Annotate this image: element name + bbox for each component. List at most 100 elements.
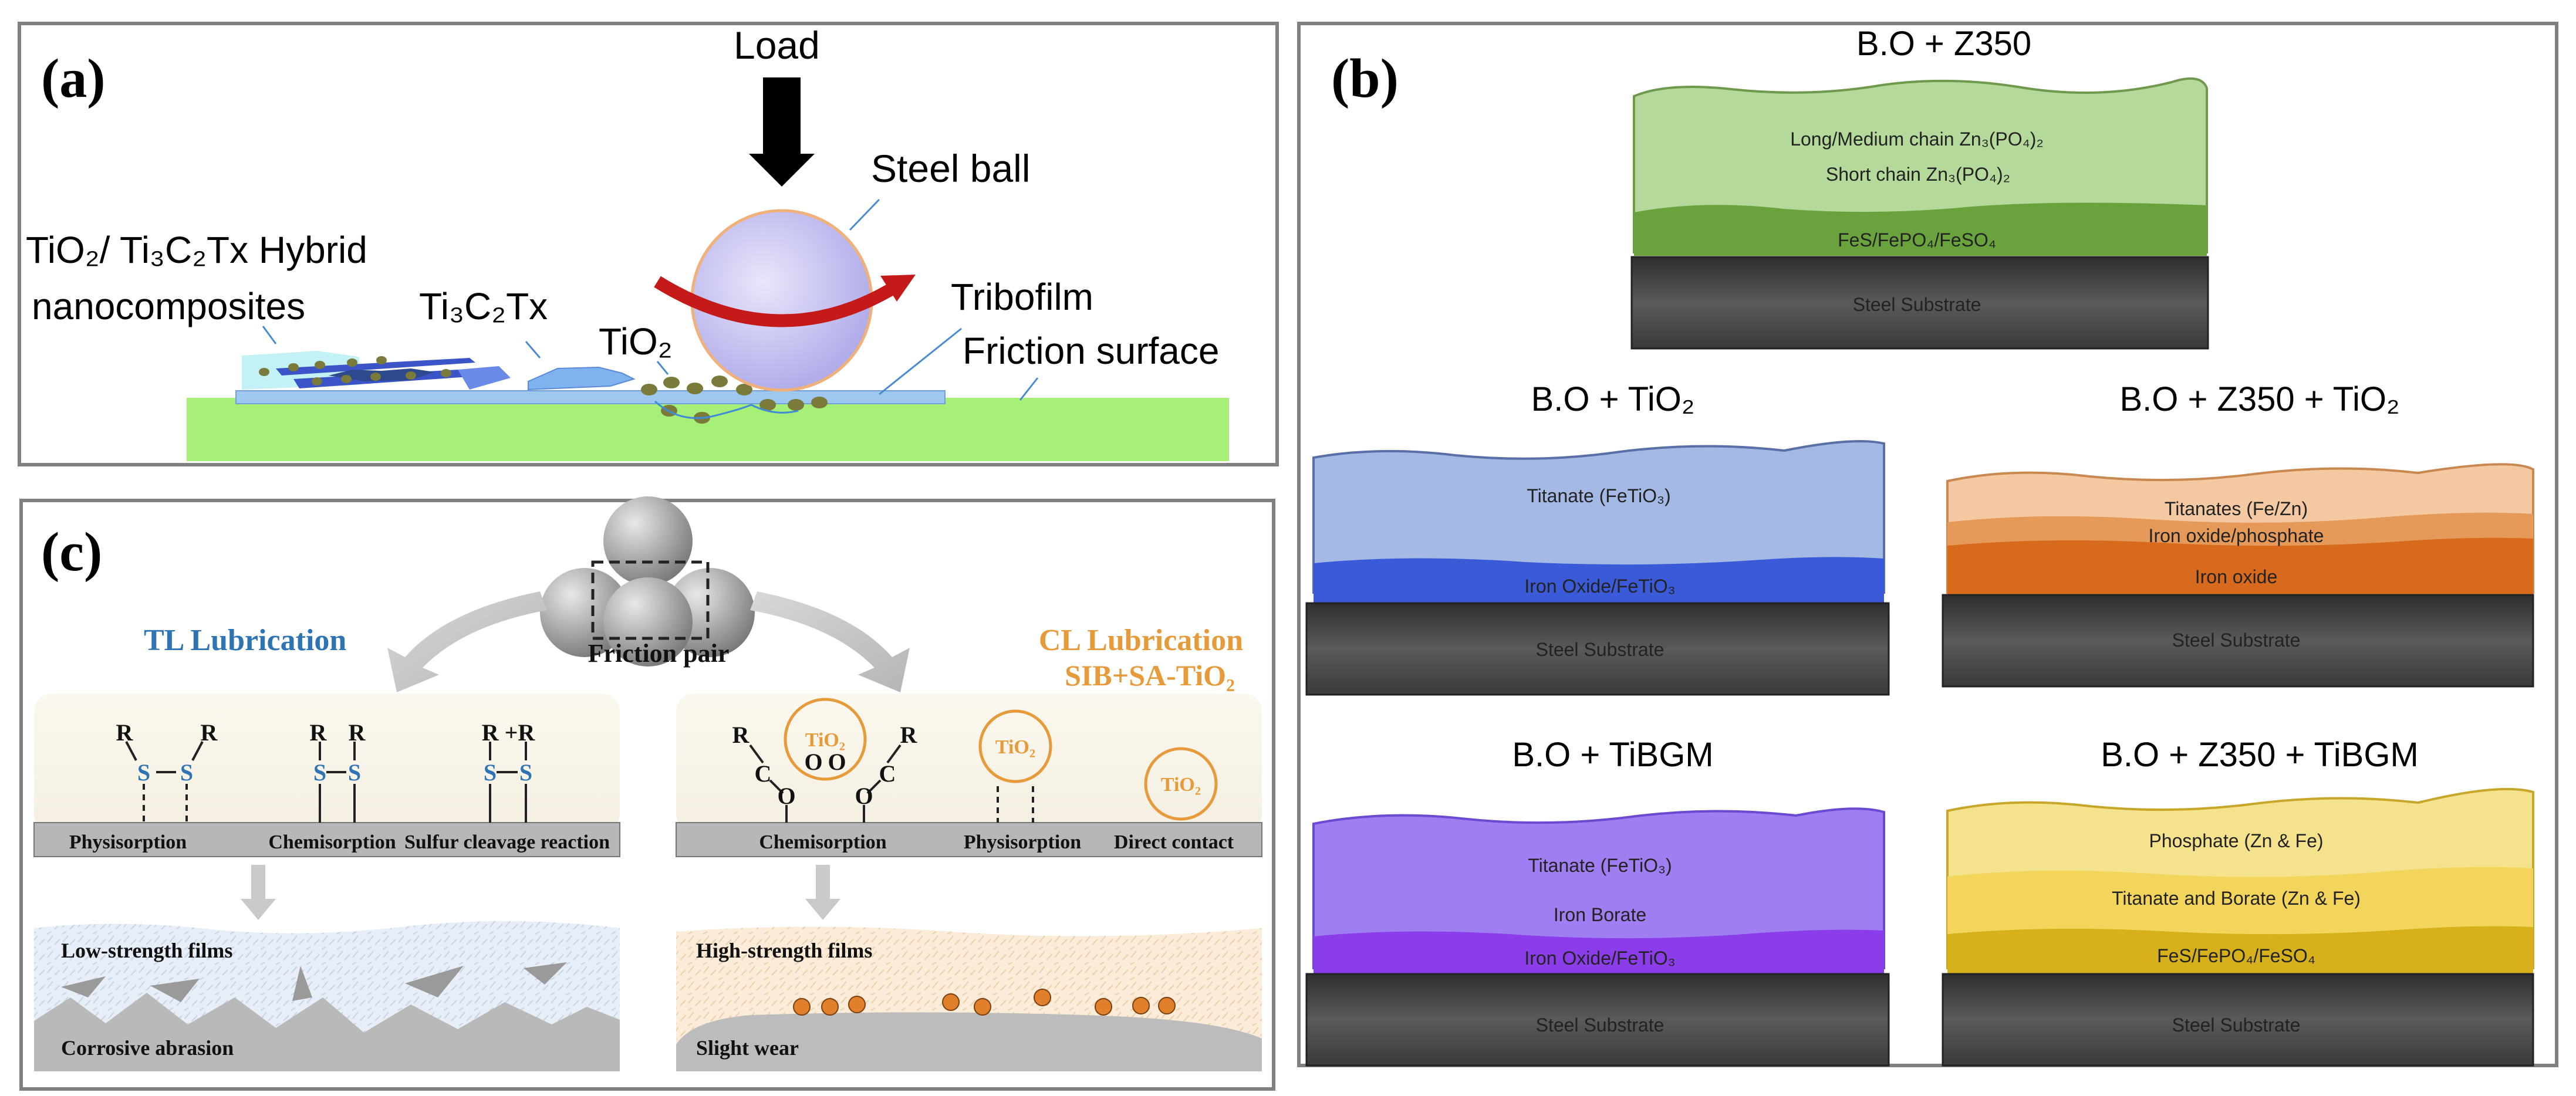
cl-c-1: C <box>755 760 772 787</box>
hybrid-nanocomposite <box>242 351 511 390</box>
z350-title: B.O + Z350 <box>1856 25 2031 63</box>
tl-r-4: R <box>349 719 366 746</box>
tl-rr: R +R <box>482 719 536 746</box>
tibgm-layer-mid: Iron Borate <box>1554 904 1646 925</box>
cl-title: CL Lubrication <box>1039 624 1243 657</box>
friction-pair-label: Friction pair <box>588 639 730 668</box>
cl-r-1: R <box>732 722 750 748</box>
tibgm-layer-top: Titanate (FeTiO₃) <box>1528 855 1672 876</box>
tio2-title: B.O + TiO₂ <box>1531 380 1695 418</box>
tl-s-4: S <box>348 759 361 786</box>
cl-label-physisorption: Physisorption <box>964 831 1081 853</box>
tibgm-bottom-layer <box>1314 929 1884 975</box>
z350-tibgm-layer-top: Phosphate (Zn & Fe) <box>2149 830 2323 851</box>
tl-s-6: S <box>519 759 532 786</box>
slight-wear-label: Slight wear <box>696 1036 799 1060</box>
z350-tio2-layer-top: Titanates (Fe/Zn) <box>2165 498 2308 519</box>
friction-pair <box>540 496 755 667</box>
tl-title: TL Lubrication <box>144 624 346 657</box>
tio2-layer-bottom: Iron Oxide/FeTiO₃ <box>1524 576 1675 597</box>
tibgm-title: B.O + TiBGM <box>1512 736 1713 774</box>
z350-tio2-substrate-label: Steel Substrate <box>2172 630 2301 651</box>
z350-tio2-layer-bottom: Iron oxide <box>2195 566 2278 587</box>
tl-s-5: S <box>484 759 497 786</box>
tibgm-substrate <box>1305 973 1890 1067</box>
panel-a-label: (a) <box>41 48 106 109</box>
cl-label-chemisorption: Chemisorption <box>759 831 886 853</box>
panel-c: (c) Friction pair TL Lubrication CL Lubr… <box>19 496 1275 1091</box>
block-tio2: B.O + TiO₂ Titanate (FeTiO₃) Iron Oxide/… <box>1305 380 1890 696</box>
arrow-to-tl <box>387 591 547 692</box>
cl-down-arrow <box>805 865 840 920</box>
tibgm-layer-bottom: Iron Oxide/FeTiO₃ <box>1524 948 1675 969</box>
tl-wear-illustration <box>34 921 620 1071</box>
tl-r-2: R <box>201 719 218 746</box>
tio2-film <box>1312 440 1885 594</box>
cl-wear-illustration <box>676 926 1262 1071</box>
block-z350: B.O + Z350 Long/Medium chain Zn₃(PO₄)₂ S… <box>1630 25 2209 350</box>
z350-tibgm-title: B.O + Z350 + TiBGM <box>2101 736 2419 774</box>
load-arrow <box>749 77 815 187</box>
block-tibgm: B.O + TiBGM Titanate (FeTiO₃) Iron Borat… <box>1305 736 1890 1067</box>
z350-tibgm-layer-mid: Titanate and Borate (Zn & Fe) <box>2112 888 2361 909</box>
z350-tibgm-layer-bottom: FeS/FePO₄/FeSO₄ <box>2157 945 2315 966</box>
z350-tibgm-bottom-layer <box>1947 926 2533 975</box>
rotation-arrow <box>654 276 902 327</box>
tl-r-1: R <box>116 719 134 746</box>
z350-layer-top: Long/Medium chain Zn₃(PO₄)₂ <box>1790 128 2044 150</box>
panel-c-label: (c) <box>41 522 102 583</box>
z350-tio2-title: B.O + Z350 + TiO₂ <box>2119 380 2399 418</box>
tribofilm-strip <box>235 390 946 404</box>
cl-tio2-3: TiO₂ <box>1161 774 1201 796</box>
cl-tio2-1: TiO₂ <box>805 729 845 751</box>
z350-bottom-layer <box>1634 202 2207 256</box>
ti3c2tx-flake <box>528 366 636 391</box>
tl-s-2: S <box>180 759 193 786</box>
friction-surface-label: Friction surface <box>963 330 1219 372</box>
tl-label-sulfur-cleavage: Sulfur cleavage reaction <box>404 831 610 853</box>
corrosive-abrasion-label: Corrosive abrasion <box>61 1036 234 1060</box>
cl-o-1: O <box>777 783 795 809</box>
tl-down-arrow <box>241 865 276 920</box>
tibgm-film <box>1312 807 1885 969</box>
z350-substrate <box>1630 256 2209 350</box>
z350-substrate-label: Steel Substrate <box>1853 294 1981 315</box>
panel-b-label: (b) <box>1331 48 1399 109</box>
block-z350-tio2: B.O + Z350 + TiO₂ Titanates (Fe/Zn) Iron… <box>1942 380 2534 688</box>
z350-layer-bottom: FeS/FePO₄/FeSO₄ <box>1838 229 1996 251</box>
cl-label-direct-contact: Direct contact <box>1114 831 1234 853</box>
leader-lines <box>262 198 1039 401</box>
hybrid-label-line1: TiO₂/ Ti₃C₂Tx Hybrid <box>26 229 367 271</box>
tio2-substrate-label: Steel Substrate <box>1536 639 1665 660</box>
tl-label-physisorption: Physisorption <box>69 831 187 853</box>
tio2-bottom-layer <box>1314 557 1884 604</box>
wear-groove <box>654 400 752 420</box>
tio2-substrate <box>1305 602 1890 696</box>
tio2-label: TiO₂ <box>599 320 673 363</box>
cl-o-3: O <box>828 749 846 775</box>
cl-o-4: O <box>855 783 873 809</box>
load-label: Load <box>734 23 820 67</box>
panel-b: (b) B.O + Z350 Long/Medium chain Zn₃(PO₄… <box>1297 22 2558 1067</box>
cl-molecular-box: R R C C O O O O TiO₂ TiO₂ TiO₂ Chemisorp… <box>676 694 1262 857</box>
z350-tio2-substrate <box>1942 594 2534 688</box>
z350-tio2-layer-mid: Iron oxide/phosphate <box>2149 525 2324 546</box>
tl-s-1: S <box>137 759 150 786</box>
tio2-layer-top: Titanate (FeTiO₃) <box>1527 485 1670 506</box>
cl-o-2: O <box>804 749 822 775</box>
tibgm-substrate-label: Steel Substrate <box>1536 1014 1665 1036</box>
z350-layer-mid: Short chain Zn₃(PO₄)₂ <box>1826 164 2010 185</box>
ti3c2tx-label: Ti₃C₂Tx <box>419 285 548 327</box>
z350-tibgm-substrate-label: Steel Substrate <box>2172 1014 2301 1036</box>
cl-tio2-2: TiO₂ <box>995 736 1035 758</box>
cl-c-2: C <box>879 760 896 787</box>
tl-r-3: R <box>310 719 328 746</box>
cl-subtitle: SIB+SA-TiO₂ <box>1065 659 1235 692</box>
tribofilm-label: Tribofilm <box>951 276 1093 318</box>
tl-s-3: S <box>313 759 326 786</box>
friction-surface-ground <box>187 398 1229 461</box>
tl-label-chemisorption: Chemisorption <box>268 831 396 853</box>
hybrid-label-line2: nanocomposites <box>32 285 305 327</box>
steel-ball <box>690 209 873 392</box>
